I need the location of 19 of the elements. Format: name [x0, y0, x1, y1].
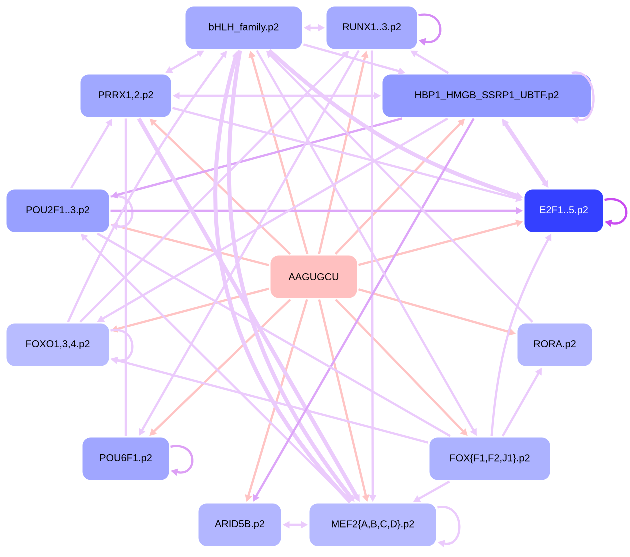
gene-box: POU2F1..3.p2 [5, 188, 111, 234]
self-loop-arrow [110, 195, 134, 230]
self-loop-arrow [418, 14, 442, 46]
gene-box: HBP1_HMGB_SSRP1_UBTF.p2 [381, 73, 593, 119]
gene-box: bHLH_family.p2 [184, 5, 304, 51]
gene-box: FOXO1,3,4.p2 [5, 322, 111, 368]
gene-box: E2F1..5.p2 [523, 188, 605, 234]
self-loop-arrow [170, 445, 194, 476]
gene-box: AAGUGCU [269, 254, 359, 300]
self-loop-arrow [604, 198, 628, 228]
self-loop-arrow [572, 72, 595, 124]
gene-box: RORA.p2 [516, 322, 594, 368]
gene-box: ARID5B.p2 [197, 502, 283, 548]
gene-box: MEF2{A,B,C,D}.p2 [308, 502, 438, 548]
self-loop-arrow [438, 506, 461, 548]
gene-box: PRRX1,2.p2 [79, 73, 173, 119]
gene-box: POU6F1.p2 [81, 436, 171, 482]
gene-box: FOX{F1,F2,J1}.p2 [428, 436, 552, 482]
gene-box: RUNX1..3.p2 [325, 5, 419, 51]
